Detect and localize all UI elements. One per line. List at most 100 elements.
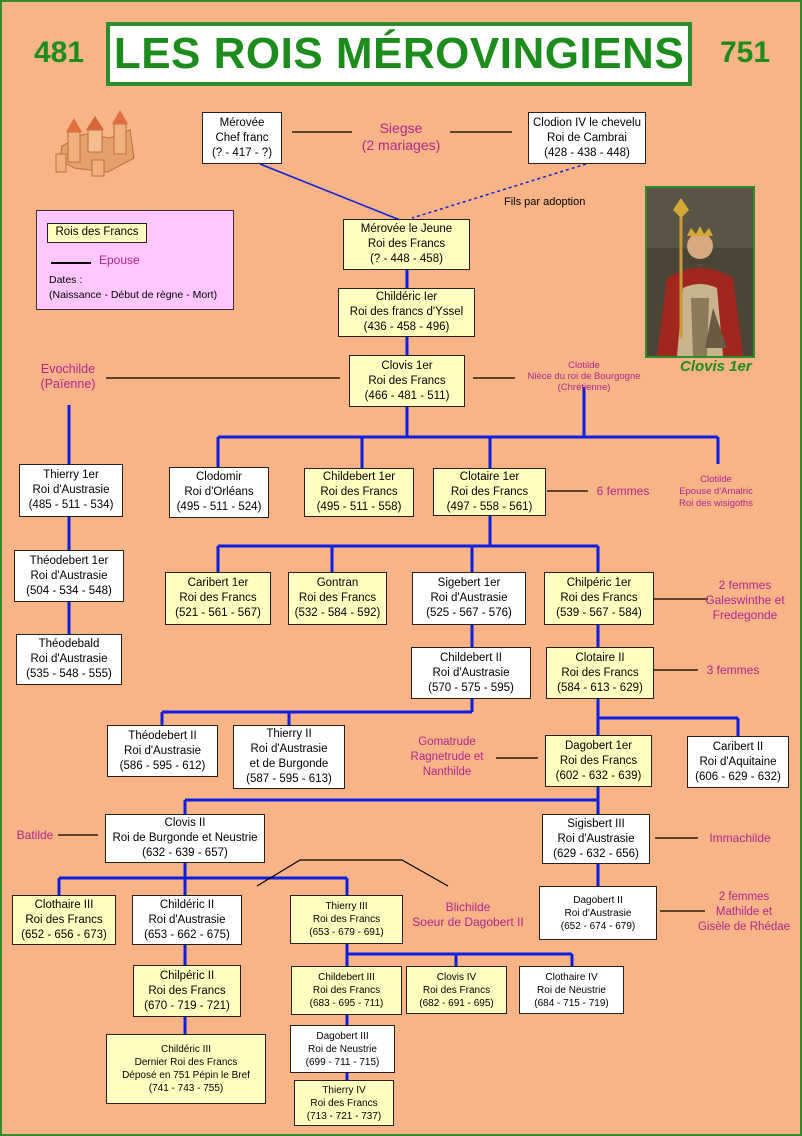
person-line: Roi d'Austrasie <box>557 832 635 845</box>
person-line: Dagobert 1er <box>564 739 633 752</box>
person-line: Caribert 1er <box>187 577 249 589</box>
person-line: (586 - 595 - 612) <box>119 759 206 772</box>
person-line: Chef franc <box>215 131 269 144</box>
person-line: Thierry IV <box>322 1084 366 1096</box>
spouse-line: Clotilde <box>700 474 732 485</box>
person-line: Sigebert 1er <box>437 577 501 589</box>
person-line: Roi des Francs <box>312 985 381 996</box>
spouse-batilde: Batilde <box>12 828 58 843</box>
person-line: (? - 417 - ?) <box>211 146 273 159</box>
spouse-line: Siegse <box>379 120 423 136</box>
person-line: (495 - 511 - 558) <box>316 501 402 513</box>
person-line: Roi d'Austrasie <box>564 907 632 919</box>
legend-dates-format: (Naissance - Début de règne - Mort) <box>49 289 218 301</box>
person-line: Mérovée le Jeune <box>360 223 453 235</box>
portrait-image <box>647 188 753 356</box>
person-line: Roi des Francs <box>320 486 398 498</box>
spouse-line: Clotilde <box>568 360 600 371</box>
person-line: Roi d'Austrasie <box>124 744 201 757</box>
spouse-line: Gomatrude <box>418 736 476 748</box>
spouse-line: 3 femmes <box>706 663 760 677</box>
person-line: Roi des Francs <box>312 914 381 925</box>
person-line: (584 - 613 - 629) <box>557 681 643 694</box>
person-line: Roi des Francs <box>148 984 226 997</box>
person-line: Childebert III <box>318 972 375 983</box>
person-line: Roi des Francs <box>560 592 638 604</box>
legend: Rois des Francs Epouse Dates : (Naissanc… <box>36 210 234 310</box>
person-sigisbert-iii: Sigisbert III Roi d'Austrasie (629 - 632 -… <box>542 814 650 864</box>
start-year: 481 <box>34 36 85 69</box>
spouse-line: (2 mariages) <box>361 137 441 153</box>
person-line: Roi des Francs <box>310 1097 378 1109</box>
spouse-line: Nièce du roi de Bourgogne <box>527 371 641 382</box>
person-line: et de Burgonde <box>249 758 329 770</box>
person-line: (485 - 511 - 534) <box>28 499 114 511</box>
person-line: (521 - 561 - 567) <box>175 607 261 619</box>
end-year: 751 <box>720 36 771 69</box>
person-line: Clotaire 1er <box>459 470 520 483</box>
spouse-six-femmes: 6 femmes <box>590 484 656 499</box>
spouse-line: Evochilde <box>40 362 96 376</box>
person-line: Sigisbert III <box>567 817 625 830</box>
person-line: (713 - 721 - 737) <box>306 1110 382 1122</box>
spouse-line: 2 femmes <box>718 578 772 592</box>
person-line: Roi d'Orléans <box>184 486 254 498</box>
spouse-line: Mathilde et <box>715 906 773 918</box>
spouse-immachilde: Immachilde <box>700 831 780 846</box>
person-line: (652 - 656 - 673) <box>21 928 107 941</box>
legend-spouse-line <box>51 262 91 264</box>
person-line: (629 - 632 - 656) <box>553 847 639 860</box>
person-line: Chilpéric 1er <box>566 577 632 589</box>
person-line: (436 - 458 - 496) <box>363 321 450 333</box>
person-line: Roi des Francs <box>298 592 377 604</box>
person-line: Childéric Ier <box>375 291 438 303</box>
person-line: (539 - 567 - 584) <box>556 607 642 619</box>
person-line: (? - 448 - 458) <box>370 253 443 265</box>
person-line: Théodebert II <box>128 729 197 742</box>
person-line: Roi des Francs <box>368 374 446 387</box>
person-line: Roi des Francs <box>367 238 446 250</box>
person-line: (632 - 639 - 657) <box>142 847 228 859</box>
person-line: Roi des Francs <box>422 984 491 996</box>
title-box: LES ROIS MÉROVINGIENS <box>106 22 692 86</box>
spouse-trois-femmes: 3 femmes <box>698 663 768 678</box>
person-line: Roi d'Austrasie <box>30 569 108 582</box>
person-line: Roi des francs d'Yssel <box>349 306 464 318</box>
person-line: (653 - 662 - 675) <box>144 928 230 941</box>
person-line: Clovis IV <box>436 971 477 983</box>
person-line: Clothaire IV <box>545 971 598 983</box>
person-line: Childebert 1er <box>322 471 396 483</box>
person-line: (587 - 595 - 613) <box>246 773 332 785</box>
portrait-caption: Clovis 1er <box>680 358 752 375</box>
person-line: Gontran <box>316 577 359 589</box>
person-line: Théodebald <box>38 638 100 650</box>
person-line: Roi d'Austrasie <box>30 653 108 665</box>
person-line: (570 - 575 - 595) <box>428 681 514 694</box>
person-line: Roi des Francs <box>450 485 529 498</box>
legend-king-box: Rois des Francs <box>47 223 147 243</box>
person-line: Clotaire II <box>575 651 625 664</box>
person-line: Roi des Francs <box>561 666 639 679</box>
person-line: Déposé en 751 Pépin le Bref <box>122 1070 250 1081</box>
spouse-line: Gisèle de Rhédae <box>697 921 791 933</box>
